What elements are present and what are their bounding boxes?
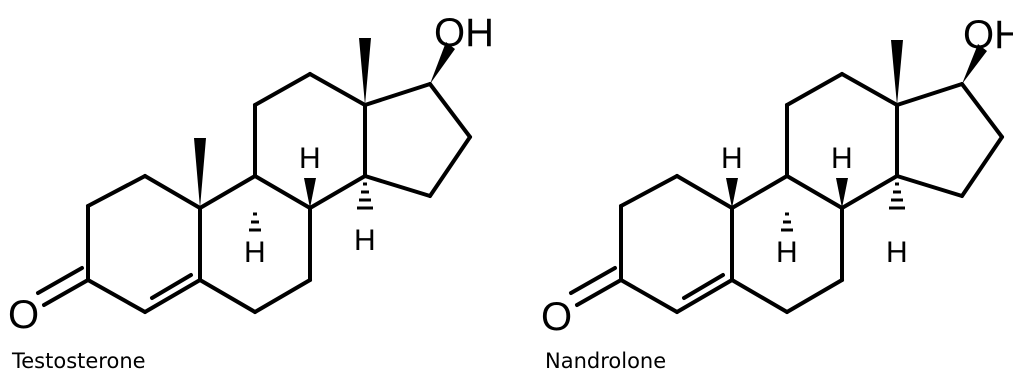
bond — [198, 174, 257, 210]
bond — [428, 135, 472, 198]
hydroxyl-label: OH — [963, 13, 1013, 57]
nandrolone-caption: Nandrolone — [545, 349, 666, 373]
c18-methyl-wedge — [359, 38, 371, 105]
h10-wedge — [726, 178, 738, 208]
bond — [143, 174, 202, 210]
h8-wedge — [836, 178, 848, 208]
hydroxyl-label: OH — [434, 11, 494, 55]
bond — [960, 135, 1004, 198]
ketone-bond — [575, 278, 623, 307]
double-bond-inner — [682, 273, 725, 300]
bond — [308, 72, 367, 107]
hydroxyl-wedge — [430, 42, 455, 84]
bond — [253, 174, 312, 210]
h8-label: H — [299, 142, 321, 175]
double-bond-inner — [150, 273, 193, 300]
bond — [675, 174, 734, 210]
bond — [143, 278, 202, 314]
bond — [785, 174, 844, 210]
h9-hash — [249, 212, 261, 232]
bond — [960, 82, 1004, 139]
h14-hash — [357, 182, 373, 210]
testosterone-caption: Testosterone — [11, 349, 146, 373]
bond — [730, 174, 789, 210]
h14-label: H — [886, 236, 908, 269]
h9-hash — [781, 212, 793, 232]
bond — [895, 82, 964, 107]
bond — [785, 72, 844, 107]
h9-label: H — [776, 236, 798, 269]
bond — [363, 174, 432, 198]
bond — [895, 174, 964, 198]
bond — [675, 278, 734, 314]
h9-label: H — [244, 236, 266, 269]
h8-label: H — [831, 142, 853, 175]
h14-hash — [889, 182, 905, 210]
hydroxyl-wedge — [962, 44, 987, 84]
bond — [840, 174, 899, 210]
bond — [86, 174, 147, 208]
bond — [619, 278, 679, 314]
bond — [308, 174, 367, 210]
bond — [840, 72, 899, 107]
h8-wedge — [304, 178, 316, 208]
bond — [198, 278, 257, 314]
h10-label: H — [721, 142, 743, 175]
bond — [785, 278, 844, 314]
testosterone-structure: O OH H H — [8, 11, 494, 373]
nandrolone-structure: O OH H H H — [541, 13, 1013, 373]
ketone-bond — [42, 278, 90, 307]
ketone-oxygen-label: O — [541, 295, 572, 339]
bond — [428, 82, 472, 139]
bond — [363, 82, 432, 107]
ketone-bond-inner — [569, 266, 617, 295]
bond — [253, 278, 312, 314]
ketone-bond-inner — [36, 266, 84, 295]
bond — [253, 72, 312, 107]
h14-label: H — [354, 224, 376, 257]
c19-methyl-wedge — [194, 138, 206, 208]
ketone-oxygen-label: O — [8, 293, 39, 337]
bond — [86, 278, 147, 314]
c18-methyl-wedge — [891, 40, 903, 105]
bond — [730, 278, 789, 314]
bond — [619, 174, 679, 208]
